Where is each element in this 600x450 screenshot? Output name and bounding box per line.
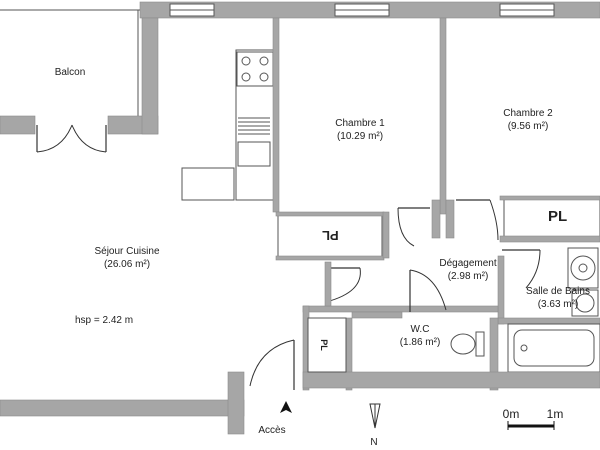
- room-area-wc: (1.86 m²): [399, 337, 441, 348]
- closet-entrance: [307, 317, 347, 373]
- room-name-balcon: Balcon: [54, 67, 86, 78]
- room-name-chambre1: Chambre 1: [335, 118, 385, 129]
- wall-corridor: [302, 305, 499, 313]
- scale-one-label: 1m: [546, 407, 564, 421]
- wall-kitchen-left: [141, 17, 159, 135]
- fridge: [181, 167, 235, 201]
- scale-zero-label: 0m: [502, 407, 520, 421]
- closet-label-chambre1: PL: [322, 228, 339, 243]
- room-area-sejour: (26.06 m²): [103, 259, 151, 270]
- room-name-wc: W.C: [410, 324, 430, 335]
- label-chambre1: Chambre 1 (10.29 m²): [320, 117, 400, 143]
- room-name-sejour: Séjour Cuisine: [94, 246, 160, 257]
- north-label: N: [370, 437, 378, 448]
- room-area-chambre1: (10.29 m²): [336, 131, 384, 142]
- label-balcon: Balcon: [50, 66, 90, 79]
- room-name-degagement: Dégagement: [439, 258, 497, 269]
- toilet-tank: [475, 331, 485, 357]
- room-area-degagement: (2.98 m²): [447, 271, 489, 282]
- label-bains: Salle de Bains (3.63 m²): [518, 285, 598, 311]
- access-arrow: [280, 401, 292, 413]
- north-arrow: [369, 403, 381, 429]
- label-degagement: Dégagement (2.98 m²): [430, 257, 506, 283]
- room-name-chambre2: Chambre 2: [503, 108, 553, 119]
- wall-chambres: [439, 17, 447, 215]
- label-ceiling-height: hsp = 2.42 m: [64, 314, 144, 327]
- closet-label-chambre2: PL: [548, 208, 568, 225]
- room-area-chambre2: (9.56 m²): [507, 121, 549, 132]
- ceiling-height-text: hsp = 2.42 m: [74, 315, 134, 326]
- scale-bar: [507, 421, 555, 430]
- label-wc: W.C (1.86 m²): [388, 323, 452, 349]
- kitchen-sink: [237, 141, 271, 167]
- closet-label-entrance: PL: [318, 339, 329, 351]
- cooktop: [236, 51, 274, 87]
- label-chambre2: Chambre 2 (9.56 m²): [490, 107, 566, 133]
- room-name-bains: Salle de Bains: [526, 286, 590, 297]
- access-label: Accès: [258, 425, 286, 436]
- label-sejour: Séjour Cuisine (26.06 m²): [80, 245, 174, 271]
- wall-balcony: [0, 115, 36, 135]
- water-heater: [567, 247, 599, 289]
- wall-bottom: [302, 371, 600, 389]
- wall-chambre1-left: [272, 17, 280, 213]
- closet-chambre2: [503, 197, 600, 239]
- room-area-bains: (3.63 m²): [537, 299, 579, 310]
- closet-chambre1: [277, 213, 383, 259]
- bathtub: [507, 323, 600, 373]
- toilet-bowl: [450, 333, 476, 355]
- wall-sejour-bottom: [0, 399, 245, 417]
